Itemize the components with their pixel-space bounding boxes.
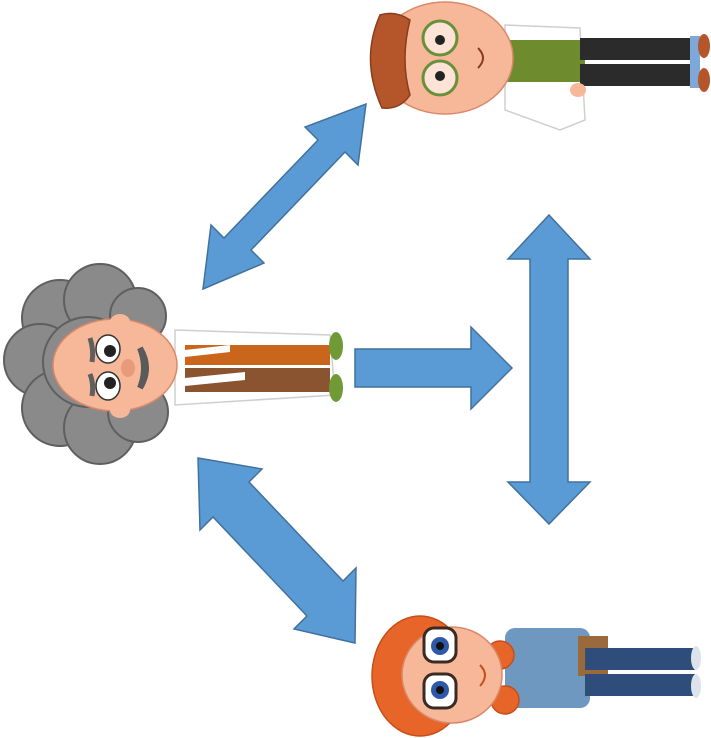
boy-with-glasses-icon	[369, 1, 710, 131]
red-haired-girl-with-glasses-icon	[371, 615, 701, 737]
arrows-group	[197, 102, 592, 644]
einstein-scientist-icon	[3, 263, 343, 465]
arrow-einstein-right	[354, 325, 514, 411]
arrow-boy-girl	[506, 213, 592, 526]
arrow-einstein-girl	[197, 457, 357, 644]
arrow-einstein-boy	[202, 102, 367, 291]
